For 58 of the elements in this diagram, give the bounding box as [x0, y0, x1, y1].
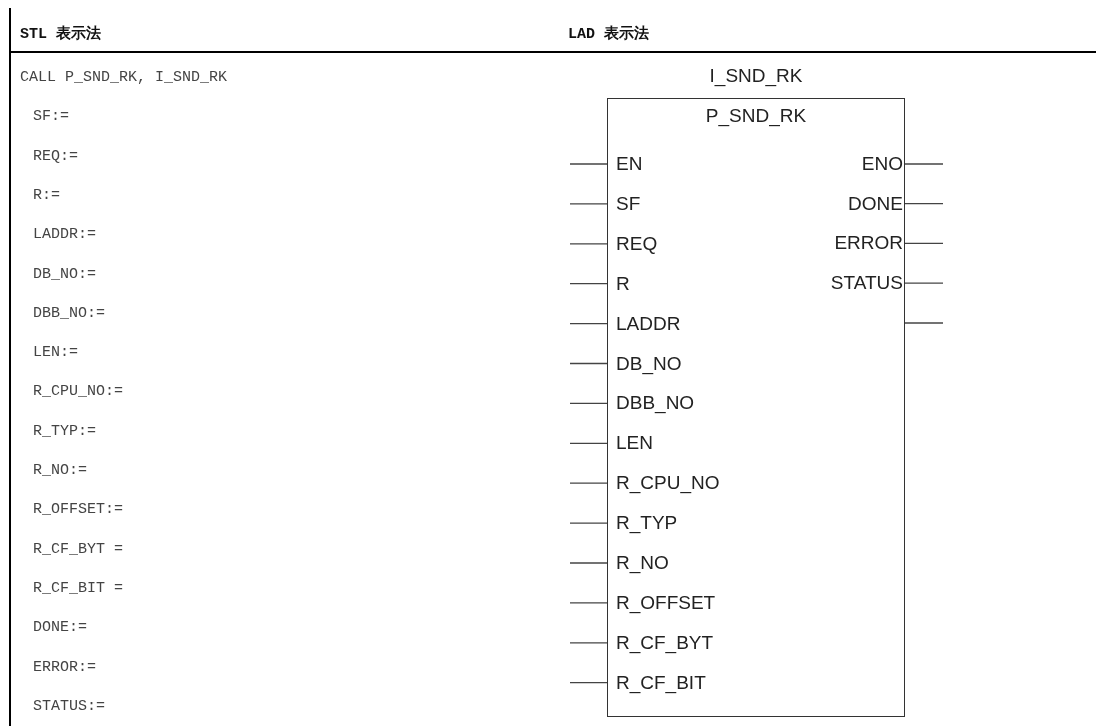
code-line: R_CF_BIT = [33, 578, 123, 599]
input-pin-label: SF [608, 192, 641, 215]
input-pin-label: R_CF_BIT [608, 671, 706, 694]
column-header: LAD 表示法 [568, 25, 649, 45]
code-line: R:= [33, 185, 60, 206]
pin-line [569, 682, 609, 684]
input-pin-label: LADDR [608, 312, 681, 335]
pin-line [569, 562, 609, 564]
output-pin-label: DONE [848, 192, 904, 215]
pin-line [569, 642, 609, 644]
output-pin-label: STATUS [830, 272, 904, 295]
instance-name: I_SND_RK [708, 65, 804, 87]
input-pin-label: EN [608, 153, 643, 175]
input-pin-label: R_TYP [608, 512, 678, 535]
code-line: R_CPU_NO:= [33, 382, 123, 403]
pin-line [569, 402, 609, 405]
pin-line [569, 522, 609, 524]
code-line: ERROR:= [33, 657, 96, 678]
code-line: DBB_NO:= [33, 303, 105, 324]
input-pin-label: REQ [608, 232, 658, 255]
input-pin-label: LEN [608, 432, 653, 455]
code-line: STATUS:= [33, 696, 105, 717]
pin-line [569, 442, 609, 444]
code-line: LADDR:= [33, 225, 96, 246]
code-line: R_NO:= [33, 461, 87, 481]
input-pin-label: R_CF_BYT [608, 631, 714, 654]
code-line: R_OFFSET:= [33, 500, 123, 521]
code-line: DB_NO:= [33, 264, 96, 285]
code-line: SF:= [33, 107, 69, 128]
pin-line [569, 163, 609, 165]
pin-line [569, 283, 609, 285]
pin-line [569, 362, 609, 365]
pin-line [904, 282, 944, 284]
input-pin-label: DBB_NO [608, 392, 695, 415]
pin-line [569, 322, 609, 325]
pin-line [904, 322, 944, 324]
code-line: REQ:= [33, 146, 78, 167]
block-name: P_SND_RK [704, 105, 808, 127]
pin-line [904, 163, 944, 165]
code-line: CALL P_SND_RK, I_SND_RK [20, 68, 228, 88]
pin-line [569, 203, 609, 205]
input-pin-label: R_NO [608, 552, 669, 574]
input-pin-label: R [608, 272, 630, 295]
pin-line [904, 242, 944, 245]
column-header: STL 表示法 [20, 25, 101, 45]
output-pin-label: ERROR [834, 232, 904, 255]
input-pin-label: DB_NO [608, 352, 682, 375]
input-pin-label: R_OFFSET [608, 591, 716, 614]
code-line: R_CF_BYT = [33, 539, 123, 560]
pin-line [569, 482, 609, 484]
output-pin-label: ENO [861, 153, 904, 175]
pin-line [904, 203, 944, 205]
code-line: R_TYP:= [33, 421, 96, 442]
input-pin-label: R_CPU_NO [608, 472, 720, 495]
code-line: LEN:= [33, 343, 78, 364]
pin-line [569, 602, 609, 604]
code-line: DONE:= [33, 618, 87, 639]
pin-line [569, 243, 609, 245]
